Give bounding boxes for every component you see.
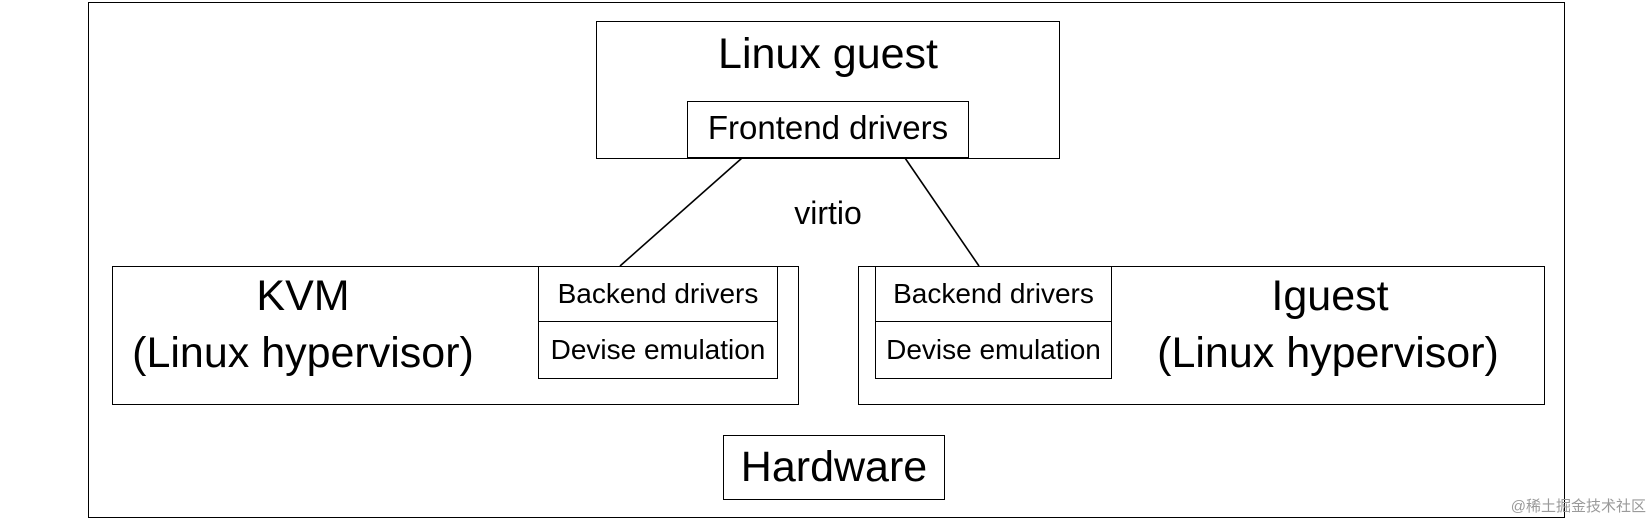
- kvm-device-emulation-box: [538, 321, 778, 379]
- hardware-label: Hardware: [740, 443, 928, 491]
- iguest-subtitle: (Linux hypervisor): [1157, 329, 1499, 377]
- iguest-device-emulation-box: [875, 321, 1112, 379]
- iguest-device-emulation-label: Devise emulation: [886, 334, 1101, 365]
- virtio-link-iguest: [904, 157, 980, 267]
- kvm-subtitle: (Linux hypervisor): [132, 329, 474, 377]
- hardware-box: [723, 435, 945, 500]
- kvm-backend-drivers-label: Backend drivers: [557, 278, 759, 309]
- frontend-drivers-box: [687, 101, 969, 158]
- iguest-title: Iguest: [1271, 272, 1389, 320]
- virtio-label: virtio: [794, 195, 862, 231]
- kvm-title: KVM: [256, 272, 350, 320]
- kvm-device-emulation-label: Devise emulation: [550, 334, 766, 365]
- watermark-text: @稀土掘金技术社区: [1510, 498, 1646, 515]
- virtio-link-kvm: [619, 157, 743, 267]
- iguest-backend-drivers-box: [875, 266, 1112, 323]
- frontend-drivers-label: Frontend drivers: [707, 109, 949, 146]
- linux-guest-title: Linux guest: [718, 30, 938, 78]
- iguest-backend-drivers-label: Backend drivers: [893, 278, 1094, 309]
